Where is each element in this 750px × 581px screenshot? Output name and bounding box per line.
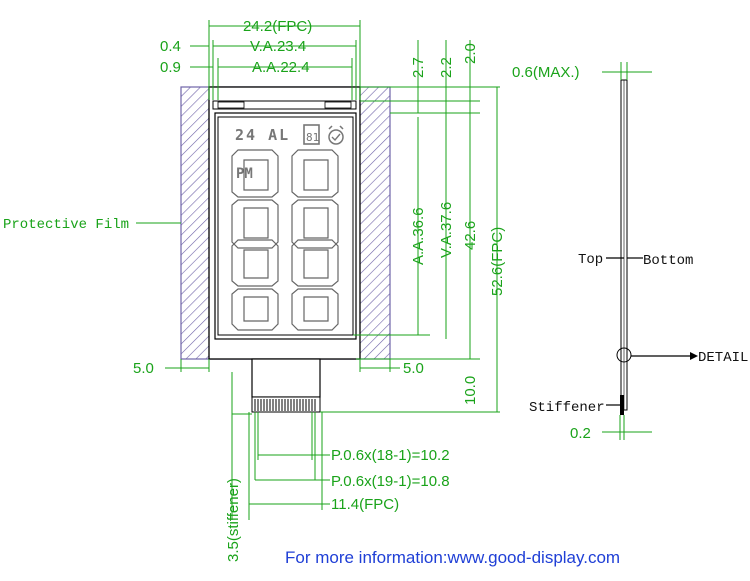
top-label: Top — [578, 252, 603, 268]
detail-label: DETAIL — [698, 350, 748, 366]
fpc-height-dimension: 52.6(FPC) — [489, 227, 506, 296]
bottom-label: Bottom — [643, 253, 693, 269]
segment-display: 24 AL 81 PM — [231, 124, 344, 331]
side-leaders — [606, 257, 690, 406]
bottom-dimension-lines — [231, 372, 330, 520]
stiffener-length-dimension: 3.5(stiffener) — [225, 478, 242, 562]
left-5-0-dimension: 5.0 — [133, 360, 154, 377]
protective-film-label: Protective Film — [3, 217, 129, 233]
stiffener-label: Stiffener — [529, 400, 605, 416]
top-right-dimension-lines — [320, 40, 500, 413]
detail-circle — [616, 347, 632, 363]
calendar-icon — [303, 124, 320, 145]
side-dimension-lines — [165, 359, 400, 372]
dim-10-0: 10.0 — [462, 376, 479, 405]
footer-info[interactable]: For more information:www.good-display.co… — [285, 548, 620, 567]
detail-arrow-icon — [690, 352, 698, 360]
right-5-0-dimension: 5.0 — [403, 360, 424, 377]
side-view — [616, 79, 632, 415]
thickness-dimension: 0.6(MAX.) — [512, 64, 580, 81]
dim-2-7: 2.7 — [410, 57, 427, 78]
fpc-width-dimension: 24.2(FPC) — [243, 18, 312, 35]
dim-42-6: 42.6 — [462, 221, 479, 250]
dim-0-4: 0.4 — [160, 38, 181, 55]
panel-outline — [208, 86, 361, 360]
digit-4 — [291, 239, 339, 331]
fpc-tail — [251, 358, 321, 413]
dim-2-0: 2.0 — [462, 43, 479, 64]
dim-0-9: 0.9 — [160, 59, 181, 76]
alarm-clock-icon — [328, 125, 344, 145]
aa-height-dimension: A.A.36.6 — [410, 207, 427, 265]
pitch-19-dimension: P.0.6x(19-1)=10.8 — [331, 473, 450, 490]
fpc-tail-width-dimension: 11.4(FPC) — [331, 496, 399, 513]
svg-text:81: 81 — [306, 131, 319, 144]
pitch-18-dimension: P.0.6x(18-1)=10.2 — [331, 447, 450, 464]
aa-width-dimension: A.A.22.4 — [252, 59, 310, 76]
digit-3 — [231, 239, 279, 331]
day-indicator-text: 24 AL — [235, 126, 290, 144]
digit-2 — [291, 149, 339, 249]
stiffener-thickness-dimension: 0.2 — [570, 425, 591, 442]
dim-2-2: 2.2 — [438, 57, 455, 78]
va-width-dimension: V.A.23.4 — [250, 38, 306, 55]
va-height-dimension: V.A.37.6 — [438, 202, 455, 258]
side-dimension-lines — [602, 62, 652, 440]
top-dimension-lines — [190, 20, 361, 100]
digit-1 — [231, 149, 279, 249]
